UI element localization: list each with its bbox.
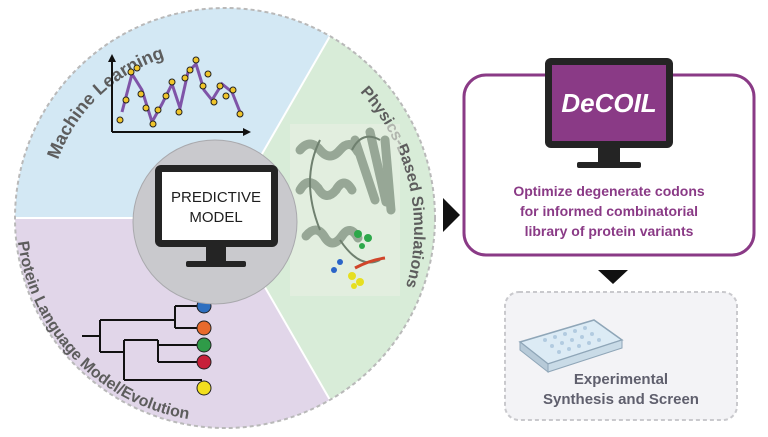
arrow-right-icon: [443, 198, 460, 232]
wheel-outline: [14, 7, 436, 429]
protein-structure-icon: [290, 124, 400, 296]
computer-monitor-icon: [155, 165, 278, 267]
decoil-desc-line-3: library of protein variants: [525, 223, 694, 239]
decoil-monitor-icon: [545, 58, 673, 168]
decoil-desc-line-1: Optimize degenerate codons: [513, 183, 705, 199]
experimental-line-2: Synthesis and Screen: [543, 391, 699, 408]
decoil-title: DeCOIL: [561, 88, 656, 118]
experimental-line-1: Experimental: [574, 371, 668, 388]
predictive-label: PREDICTIVE: [171, 189, 261, 206]
leaf-orange-dot: [196, 320, 212, 336]
arrow-down-icon: [598, 270, 628, 284]
leaf-yellow-dot: [196, 380, 212, 396]
model-label: MODEL: [189, 209, 242, 226]
experimental-box: [504, 291, 738, 421]
leaf-red-dot: [196, 354, 212, 370]
decoil-desc-line-2: for informed combinatorial: [520, 203, 698, 219]
phylogenetic-tree-icon: [82, 305, 202, 381]
leaf-green-dot: [196, 337, 212, 353]
line-scatter-plot-icon: [108, 54, 251, 136]
well-plate-icon: [518, 319, 624, 374]
